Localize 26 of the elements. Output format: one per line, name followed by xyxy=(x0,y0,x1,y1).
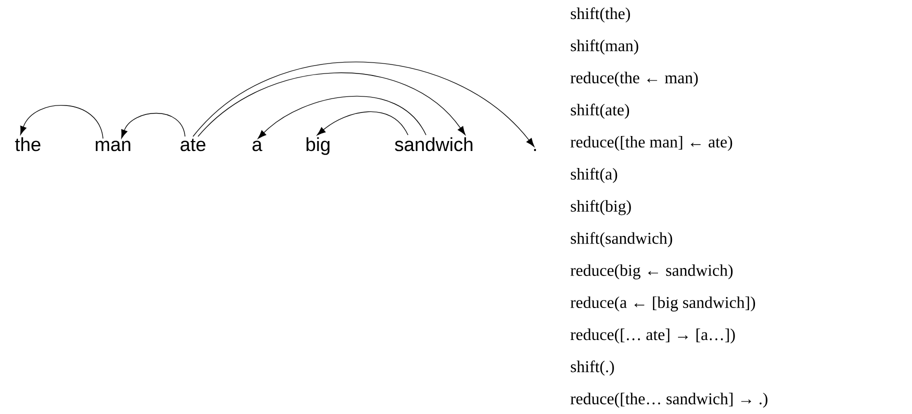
action-line: reduce([… ate] → [a…]) xyxy=(570,328,735,344)
action-line: shift(a) xyxy=(570,168,618,183)
arc-arrow xyxy=(121,112,186,138)
action-line: shift(big) xyxy=(570,200,631,216)
action-line: reduce(the ← man) xyxy=(570,72,698,87)
arc-arrow xyxy=(316,111,408,136)
action-line: shift(sandwich) xyxy=(570,232,672,248)
arc-arrow xyxy=(20,105,104,139)
action-line: reduce([the man] ← ate) xyxy=(570,136,732,151)
word: . xyxy=(534,148,536,151)
word: a xyxy=(252,140,262,152)
action-line: shift(.) xyxy=(570,360,614,376)
arc-arrow xyxy=(192,62,534,147)
action-line: reduce(big ← sandwich) xyxy=(570,264,733,280)
word: big xyxy=(306,137,330,155)
arc-arrow xyxy=(258,96,426,139)
word: sandwich xyxy=(394,137,472,152)
action-line: shift(ate) xyxy=(570,104,630,119)
action-line: shift(the) xyxy=(570,7,630,22)
word: the xyxy=(15,137,40,152)
word: man xyxy=(96,140,130,152)
action-line: reduce(a ← [big sandwich]) xyxy=(570,296,756,312)
arc-arrow xyxy=(198,72,466,137)
action-line: shift(man) xyxy=(570,39,638,55)
word: ate xyxy=(180,138,206,152)
action-line: reduce([the… sandwich] → .) xyxy=(570,392,768,408)
